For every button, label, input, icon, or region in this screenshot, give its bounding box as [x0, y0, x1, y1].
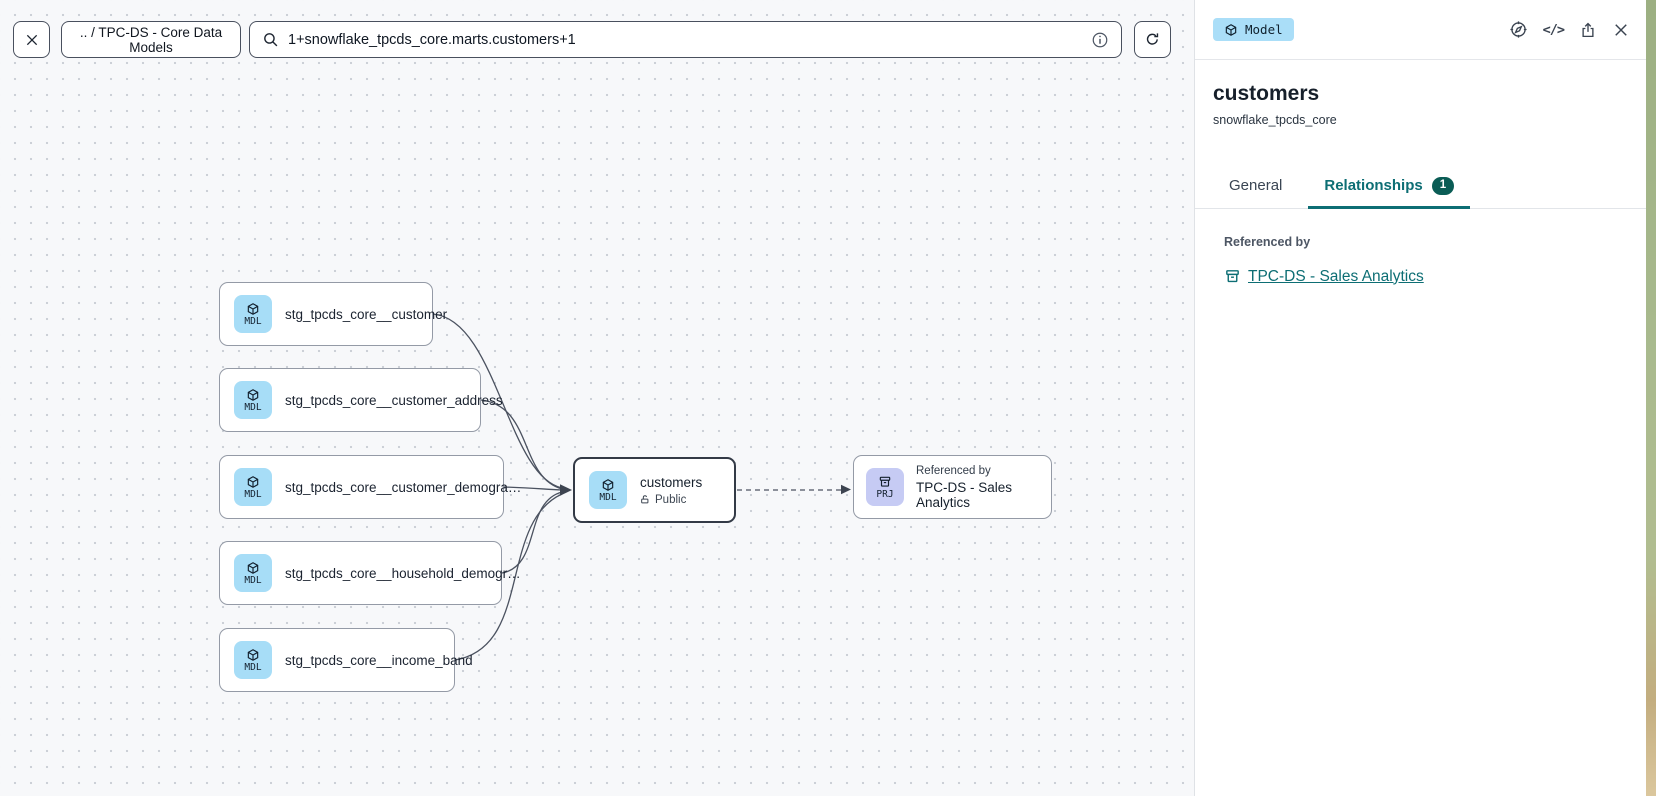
cube-icon [246, 561, 260, 575]
model-badge: MDL [234, 295, 272, 333]
lock-open-icon [640, 494, 650, 505]
tab-relationships[interactable]: Relationships 1 [1308, 167, 1470, 208]
panel-header: Model </> [1195, 0, 1646, 60]
node-customers[interactable]: MDL customers Public [573, 457, 736, 523]
cube-icon [1224, 23, 1238, 37]
relationships-count-badge: 1 [1432, 177, 1454, 195]
node-stg-customer-demographics[interactable]: MDL stg_tpcds_core__customer_demogra… [219, 455, 504, 519]
badge-code: MDL [599, 493, 616, 503]
lineage-search[interactable] [249, 21, 1122, 58]
details-panel: Model </> customers snowflake_tpcds_core… [1194, 0, 1646, 796]
archive-icon [878, 475, 892, 489]
share-icon[interactable] [1579, 21, 1597, 39]
badge-code: MDL [244, 403, 261, 413]
node-label: stg_tpcds_core__customer_address [285, 393, 503, 408]
node-kicker: Referenced by [916, 465, 1039, 477]
cube-icon [246, 475, 260, 489]
search-icon [262, 31, 279, 48]
resource-type-label: Model [1245, 22, 1283, 37]
tab-general-label: General [1229, 177, 1282, 194]
model-badge: MDL [234, 641, 272, 679]
cube-icon [246, 648, 260, 662]
lineage-edges [0, 0, 1194, 796]
cube-icon [246, 302, 260, 316]
referenced-by-label: Referenced by [1224, 235, 1628, 249]
desktop-wallpaper-edge [1646, 0, 1656, 796]
refresh-button[interactable] [1134, 21, 1171, 58]
badge-code: MDL [244, 317, 261, 327]
tab-general[interactable]: General [1213, 167, 1298, 208]
code-icon[interactable]: </> [1543, 22, 1564, 38]
model-badge: MDL [234, 554, 272, 592]
refresh-icon [1144, 31, 1161, 48]
node-label: stg_tpcds_core__household_demogr… [285, 566, 521, 581]
referenced-by-link[interactable]: TPC-DS - Sales Analytics [1248, 268, 1424, 286]
search-input[interactable] [288, 32, 1082, 48]
tab-relationships-label: Relationships [1324, 177, 1422, 194]
resource-type-badge: Model [1213, 18, 1294, 41]
relationships-tab-content: Referenced by TPC-DS - Sales Analytics [1195, 209, 1646, 286]
node-project-sales-analytics[interactable]: PRJ Referenced by TPC-DS - Sales Analyti… [853, 455, 1052, 519]
node-stg-household-demographics[interactable]: MDL stg_tpcds_core__household_demogr… [219, 541, 502, 605]
project-badge: PRJ [866, 468, 904, 506]
badge-code: PRJ [876, 490, 893, 500]
close-icon [24, 32, 40, 48]
cube-icon [601, 478, 615, 492]
node-label: stg_tpcds_core__income_band [285, 653, 473, 668]
model-badge: MDL [234, 468, 272, 506]
page-title: customers [1213, 82, 1628, 106]
badge-code: MDL [244, 576, 261, 586]
node-stg-customer-address[interactable]: MDL stg_tpcds_core__customer_address [219, 368, 481, 432]
node-title: TPC-DS - Sales Analytics [916, 480, 1039, 510]
breadcrumb[interactable]: .. / TPC-DS - Core Data Models [61, 21, 241, 58]
close-lineage-button[interactable] [13, 21, 50, 58]
node-label: stg_tpcds_core__customer [285, 307, 447, 322]
lineage-canvas[interactable]: MDL stg_tpcds_core__customer MDL stg_tpc… [0, 0, 1194, 796]
close-icon[interactable] [1612, 21, 1630, 39]
model-badge: MDL [589, 471, 627, 509]
badge-code: MDL [244, 490, 261, 500]
package-name: snowflake_tpcds_core [1213, 113, 1628, 127]
node-stg-income-band[interactable]: MDL stg_tpcds_core__income_band [219, 628, 455, 692]
model-badge: MDL [234, 381, 272, 419]
node-label: stg_tpcds_core__customer_demogra… [285, 480, 521, 495]
panel-tabs: General Relationships 1 [1195, 167, 1646, 209]
node-title: customers [640, 475, 702, 490]
archive-icon [1224, 268, 1241, 285]
node-stg-customer[interactable]: MDL stg_tpcds_core__customer [219, 282, 433, 346]
info-icon[interactable] [1091, 31, 1109, 49]
access-label: Public [655, 494, 686, 506]
badge-code: MDL [244, 663, 261, 673]
cube-icon [246, 388, 260, 402]
compass-icon[interactable] [1509, 20, 1528, 39]
breadcrumb-label: .. / TPC-DS - Core Data Models [62, 25, 240, 55]
